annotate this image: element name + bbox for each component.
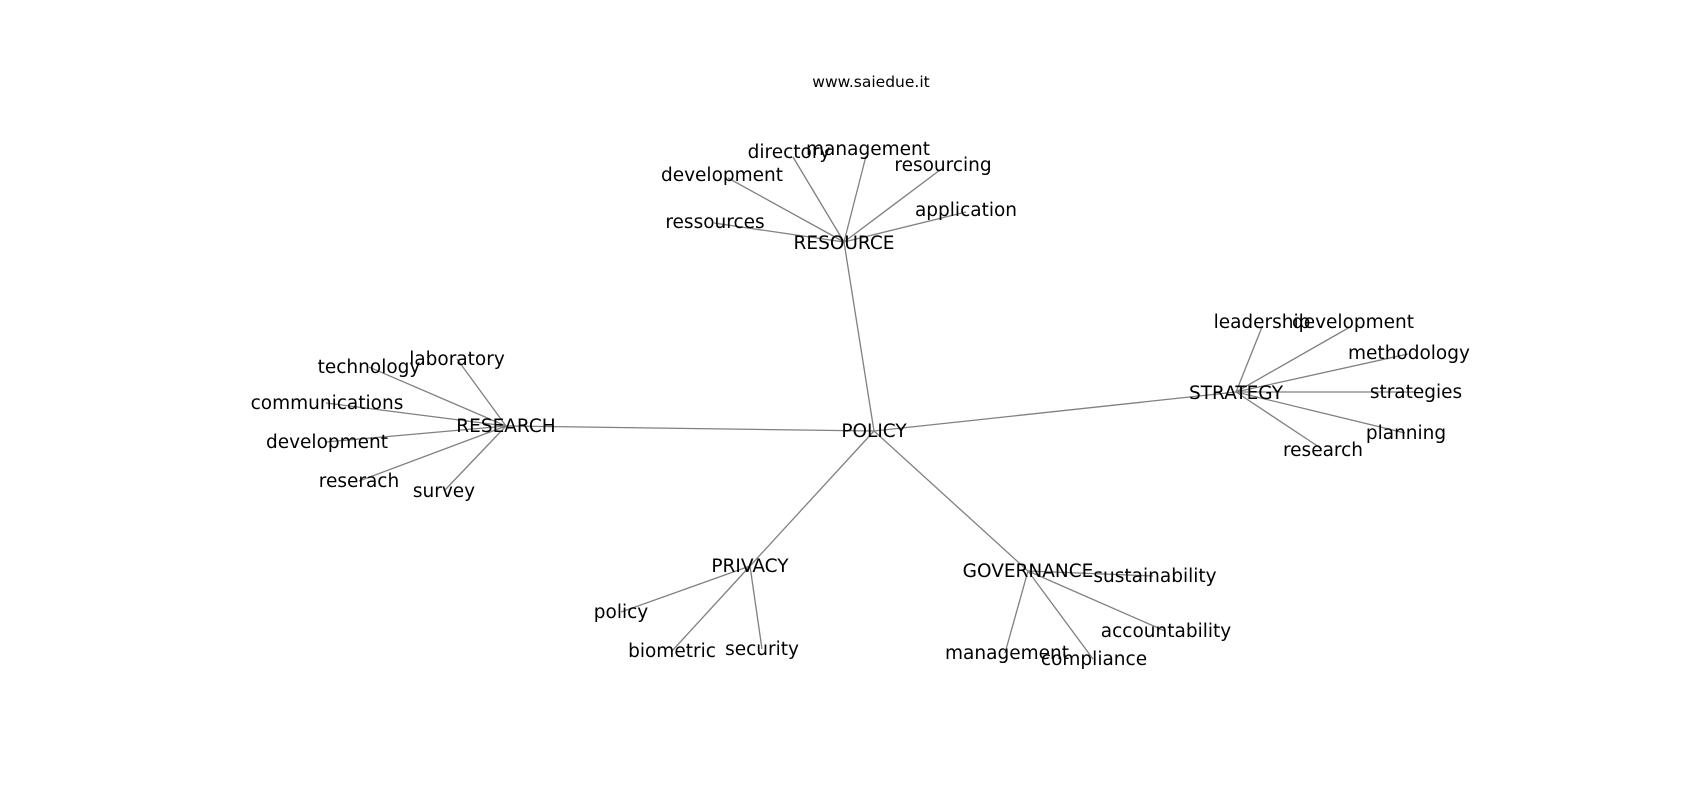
- edge-strategy-leadership: [1235, 326, 1263, 393]
- edge-research-communications: [325, 402, 507, 427]
- node-leaf-security: security: [725, 639, 799, 660]
- edge-research-laboratory: [456, 358, 507, 427]
- edge-strategy-methodology: [1235, 353, 1409, 393]
- edge-resource-directory: [792, 156, 845, 243]
- watermark-text: www.saiedue.it: [812, 73, 929, 91]
- node-leaf-resourcing: resourcing: [894, 155, 991, 176]
- edge-resource-development: [727, 177, 845, 243]
- edge-privacy-policy: [620, 565, 751, 613]
- node-hub-resource: RESOURCE: [794, 233, 895, 254]
- edge-strategy-planning: [1235, 391, 1406, 434]
- edge-strategy-research: [1235, 391, 1323, 450]
- edge-resource-resourcing: [843, 169, 941, 243]
- node-leaf-compliance: compliance: [1041, 649, 1147, 670]
- edge-resource-management: [843, 155, 867, 243]
- node-leaf-communications: communications: [251, 393, 404, 414]
- node-leaf-methodology: methodology: [1348, 343, 1470, 364]
- edge-policy-privacy: [749, 430, 875, 567]
- node-leaf-laboratory: laboratory: [409, 349, 505, 370]
- node-leaf-application: application: [915, 200, 1017, 221]
- edge-strategy-development: [1235, 326, 1351, 393]
- edge-policy-research: [505, 425, 875, 432]
- edge-policy-strategy: [873, 391, 1237, 432]
- node-leaf-survey: survey: [413, 481, 475, 502]
- node-hub-governance: GOVERNANCE: [963, 561, 1094, 582]
- node-leaf-research: research: [1283, 440, 1363, 461]
- edge-governance-accountability: [1027, 570, 1166, 632]
- node-leaf-management: management: [945, 643, 1069, 664]
- node-hub-research: RESEARCH: [456, 416, 555, 437]
- edge-governance-management: [1004, 570, 1029, 654]
- edge-research-reserach: [358, 425, 507, 482]
- node-leaf-strategies: strategies: [1370, 382, 1462, 403]
- edge-governance-sustainability: [1027, 570, 1154, 577]
- node-leaf-reserach: reserach: [319, 471, 399, 492]
- node-leaf-leadership: leadership: [1214, 312, 1311, 333]
- node-leaf-biometric: biometric: [628, 641, 716, 662]
- node-leaf-development: development: [1292, 312, 1414, 333]
- edge-research-technology: [368, 366, 507, 427]
- node-leaf-policy: policy: [594, 602, 649, 623]
- edge-resource-application: [843, 211, 967, 243]
- node-leaf-ressources: ressources: [665, 212, 764, 233]
- edge-resource-ressources: [713, 222, 845, 243]
- edge-privacy-security: [749, 565, 763, 650]
- edge-policy-resource: [843, 241, 875, 432]
- labels: POLICY RESOURCE STRATEGY RESEARCH PRIVAC…: [251, 139, 1470, 670]
- edge-research-development: [325, 425, 507, 443]
- node-leaf-directory: directory: [748, 142, 831, 163]
- node-leaf-planning: planning: [1366, 423, 1446, 444]
- node-leaf-technology: technology: [318, 357, 421, 378]
- node-root: POLICY: [841, 421, 907, 442]
- edge-governance-compliance: [1027, 570, 1094, 660]
- edge-privacy-biometric: [671, 565, 751, 652]
- node-hub-privacy: PRIVACY: [711, 556, 789, 577]
- edge-policy-governance: [873, 430, 1029, 572]
- node-leaf-accountability: accountability: [1101, 621, 1231, 642]
- node-leaf-development: development: [266, 432, 388, 453]
- node-leaf-sustainability: sustainability: [1093, 566, 1216, 587]
- edge-research-survey: [443, 425, 507, 492]
- edges: [325, 155, 1415, 660]
- node-leaf-management: management: [806, 139, 930, 160]
- node-leaf-development: development: [661, 165, 783, 186]
- node-hub-strategy: STRATEGY: [1189, 383, 1284, 404]
